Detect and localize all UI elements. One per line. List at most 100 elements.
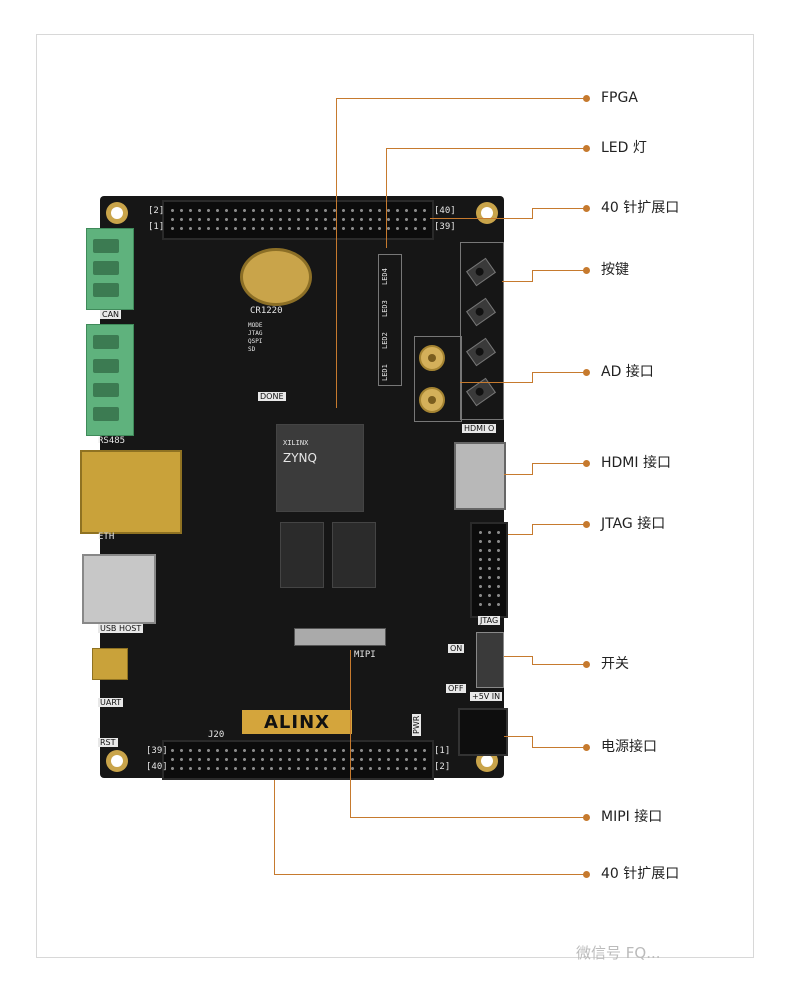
callout-line bbox=[460, 382, 532, 383]
can-label: CAN bbox=[100, 310, 122, 319]
expansion-header-top bbox=[162, 200, 434, 240]
header-pin-label: [2] bbox=[434, 762, 451, 772]
expansion-header-bottom bbox=[162, 740, 434, 780]
mount-hole bbox=[106, 202, 128, 224]
led-label: LED4 bbox=[381, 268, 389, 285]
fpga-name: ZYNQ bbox=[283, 451, 317, 465]
alinx-logo: ALINX bbox=[242, 710, 352, 734]
power-jack bbox=[458, 708, 508, 756]
callout-label-power: 电源接口 bbox=[601, 739, 657, 755]
callout-line bbox=[532, 270, 533, 282]
header-pin-label: [1] bbox=[434, 746, 451, 756]
image-frame bbox=[36, 34, 754, 958]
mipi-label: MIPI bbox=[354, 650, 376, 660]
ethernet-port bbox=[80, 450, 182, 534]
callout-label-keys: 按键 bbox=[601, 262, 629, 278]
switch-on-label: ON bbox=[448, 644, 465, 653]
j20-label: J20 bbox=[208, 730, 225, 740]
uart-label: UART bbox=[98, 698, 124, 707]
switch-off-label: OFF bbox=[446, 684, 466, 693]
callout-dot bbox=[583, 205, 590, 212]
fpga-chip: XILINX ZYNQ bbox=[276, 424, 364, 512]
sma-connector bbox=[419, 387, 445, 413]
usb-host-label: USB HOST bbox=[98, 624, 144, 633]
callout-line bbox=[504, 474, 532, 475]
callout-dot bbox=[583, 460, 590, 467]
callout-label-led: LED 灯 bbox=[601, 140, 647, 156]
callout-line bbox=[532, 463, 533, 475]
power-in-label: +5V IN bbox=[470, 692, 503, 701]
hdmi-port bbox=[454, 442, 506, 510]
key-button[interactable] bbox=[466, 297, 496, 327]
callout-line bbox=[532, 736, 533, 748]
callout-line bbox=[430, 218, 532, 219]
callout-line bbox=[504, 736, 532, 737]
watermark-text: 微信号 FQ... bbox=[576, 944, 661, 962]
callout-line bbox=[532, 372, 586, 373]
callout-line bbox=[532, 463, 586, 464]
key-button[interactable] bbox=[466, 337, 496, 367]
callout-line bbox=[532, 747, 586, 748]
callout-dot bbox=[583, 95, 590, 102]
callout-line bbox=[350, 817, 586, 818]
header-pin-label: [40] bbox=[146, 762, 168, 772]
led-label: LED1 bbox=[381, 364, 389, 381]
callout-dot bbox=[583, 871, 590, 878]
key-button[interactable] bbox=[466, 257, 496, 287]
callout-dot bbox=[583, 661, 590, 668]
jtag-label: JTAG bbox=[478, 616, 501, 625]
done-label: DONE bbox=[258, 392, 286, 401]
header-pin-label: [1] bbox=[148, 222, 165, 232]
callout-line bbox=[350, 650, 351, 817]
ddr-chip bbox=[332, 522, 376, 588]
boot-table-cell: SD bbox=[248, 346, 256, 353]
callout-line bbox=[532, 208, 533, 219]
rs485-terminal bbox=[86, 324, 134, 436]
uart-port bbox=[92, 648, 128, 680]
callout-line bbox=[274, 874, 586, 875]
brand-text: ALINX bbox=[263, 711, 331, 733]
callout-label-hdmi: HDMI 接口 bbox=[601, 455, 671, 471]
callout-label-expansion-bottom: 40 针扩展口 bbox=[601, 866, 680, 882]
power-switch[interactable] bbox=[476, 632, 504, 688]
led-label: LED3 bbox=[381, 300, 389, 317]
callout-dot bbox=[583, 814, 590, 821]
boot-table-cell: JTAG bbox=[248, 330, 263, 337]
callout-label-fpga: FPGA bbox=[601, 90, 638, 106]
header-pin-label: [40] bbox=[434, 206, 456, 216]
key-group bbox=[460, 242, 504, 420]
callout-dot bbox=[583, 521, 590, 528]
header-pin-label: [39] bbox=[146, 746, 168, 756]
callout-dot bbox=[583, 369, 590, 376]
callout-line bbox=[386, 148, 387, 248]
header-pin-label: [2] bbox=[148, 206, 165, 216]
sma-connector bbox=[419, 345, 445, 371]
callout-line bbox=[532, 208, 586, 209]
boot-table-cell: MODE bbox=[248, 322, 263, 329]
callout-line bbox=[274, 780, 275, 874]
boot-table-cell: QSPI bbox=[248, 338, 263, 345]
callout-line bbox=[532, 656, 533, 665]
callout-line bbox=[336, 98, 586, 99]
rst-label: RST bbox=[98, 738, 118, 747]
callout-dot bbox=[583, 145, 590, 152]
callout-label-switch: 开关 bbox=[601, 656, 629, 672]
boot-mode-table: MODE JTAG QSPI SD bbox=[248, 322, 318, 354]
battery-holder bbox=[240, 248, 312, 306]
ddr-chip bbox=[280, 522, 324, 588]
rs485-label: RS485 bbox=[98, 436, 126, 446]
header-pin-label: [39] bbox=[434, 222, 456, 232]
jtag-header bbox=[470, 522, 508, 618]
hdmi-label: HDMI O bbox=[462, 424, 497, 433]
can-terminal bbox=[86, 228, 134, 310]
pwr-label: PWR bbox=[412, 713, 421, 736]
callout-label-ad: AD 接口 bbox=[601, 364, 654, 380]
eth-label: ETH bbox=[98, 532, 115, 542]
callout-line bbox=[532, 664, 586, 665]
callout-line bbox=[532, 524, 533, 535]
callout-line bbox=[532, 372, 533, 383]
callout-label-mipi: MIPI 接口 bbox=[601, 809, 663, 825]
led-label: LED2 bbox=[381, 332, 389, 349]
callout-line bbox=[386, 148, 586, 149]
callout-line bbox=[504, 656, 532, 657]
